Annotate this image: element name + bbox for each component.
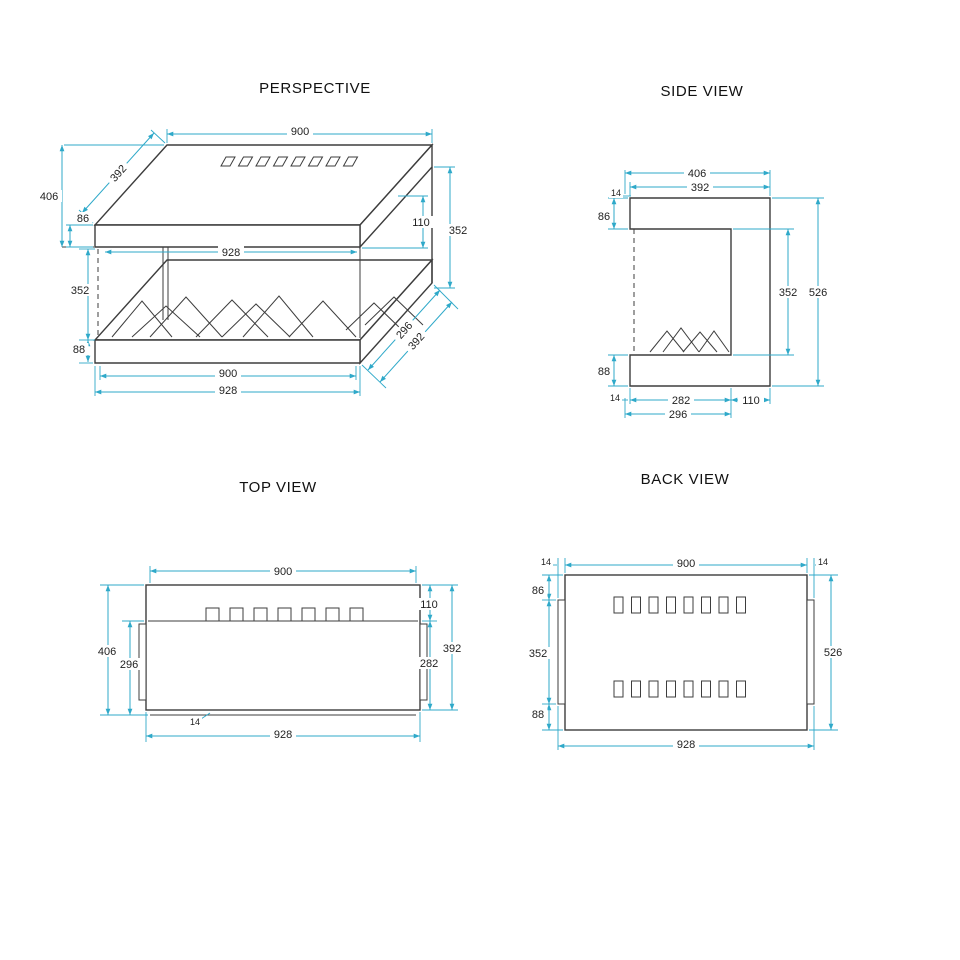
svg-text:88: 88 <box>532 709 544 721</box>
svg-text:928: 928 <box>274 729 292 741</box>
svg-text:900: 900 <box>219 368 237 380</box>
svg-text:392: 392 <box>691 182 709 194</box>
back-dim-base-thickness: 88 <box>528 708 548 721</box>
back-view-vents-top-row <box>613 596 746 614</box>
svg-text:110: 110 <box>420 599 438 611</box>
top-view-dim-labels: 900 110 392 282 406 296 14 928 <box>94 565 465 741</box>
svg-text:392: 392 <box>443 643 461 655</box>
svg-text:86: 86 <box>532 585 544 597</box>
svg-text:406: 406 <box>40 191 58 203</box>
back-view-right-glass-tab <box>806 599 815 705</box>
side-dim-overall-depth: 406 <box>684 167 710 180</box>
side-dim-base-thickness: 88 <box>594 365 614 378</box>
back-dim-outer-width: 928 <box>673 738 699 751</box>
top-dim-opening-depth: 282 <box>416 657 442 670</box>
back-dim-opening-height: 352 <box>525 647 551 660</box>
top-dim-outer-width: 928 <box>270 728 296 741</box>
back-dim-top-thickness: 86 <box>528 584 548 597</box>
perspective-dim-bottom-outer: 928 <box>215 384 241 397</box>
perspective-dim-top-thickness: 86 <box>73 212 93 225</box>
side-dim-opening-depth: 282 <box>668 394 694 407</box>
side-dim-body-depth: 392 <box>687 181 713 194</box>
back-view-vents-bottom-row <box>613 680 746 698</box>
back-dim-left-offset: 14 <box>539 557 553 567</box>
perspective-dim-left-opening: 352 <box>67 284 93 297</box>
svg-text:88: 88 <box>73 344 85 356</box>
svg-text:282: 282 <box>420 658 438 670</box>
perspective-top-slab <box>93 143 434 249</box>
svg-text:14: 14 <box>541 557 551 567</box>
perspective-title: PERSPECTIVE <box>259 80 371 97</box>
perspective-dim-inner-width: 928 <box>218 246 244 259</box>
side-view: SIDE VIEW <box>594 83 831 421</box>
back-view-dim-labels: 14 900 14 86 352 88 526 928 <box>525 557 846 751</box>
svg-text:352: 352 <box>449 225 467 237</box>
side-dim-top-thickness: 86 <box>594 210 614 223</box>
side-dim-front-offset-top: 14 <box>609 188 623 198</box>
perspective-dim-overall-depth: 406 <box>36 190 62 203</box>
top-view-body <box>138 584 428 716</box>
perspective-dim-bottom-inner: 900 <box>215 367 241 380</box>
svg-text:86: 86 <box>598 211 610 223</box>
svg-text:110: 110 <box>412 217 430 229</box>
svg-text:928: 928 <box>677 739 695 751</box>
svg-text:14: 14 <box>818 557 828 567</box>
top-view-title: TOP VIEW <box>239 479 317 496</box>
svg-text:352: 352 <box>71 285 89 297</box>
back-view: BACK VIEW <box>525 471 846 751</box>
svg-text:406: 406 <box>98 646 116 658</box>
perspective-dim-top-width: 900 <box>287 125 313 138</box>
svg-text:928: 928 <box>219 385 237 397</box>
top-dim-side-depth: 296 <box>116 658 142 671</box>
perspective-dim-right-back: 110 <box>408 216 434 229</box>
back-dim-inner-width: 900 <box>673 557 699 570</box>
perspective-base <box>93 258 434 365</box>
top-dim-overall-depth: 406 <box>94 645 120 658</box>
back-view-title: BACK VIEW <box>641 471 730 488</box>
side-dim-back-depth: 110 <box>738 394 764 407</box>
back-dim-overall-height: 526 <box>820 646 846 659</box>
perspective-dim-base-thickness: 88 <box>69 343 89 356</box>
svg-text:352: 352 <box>779 287 797 299</box>
top-dim-back-depth: 110 <box>416 598 442 611</box>
svg-text:282: 282 <box>672 395 690 407</box>
side-section-outline <box>629 197 771 387</box>
svg-text:88: 88 <box>598 366 610 378</box>
top-dim-inner-width: 900 <box>270 565 296 578</box>
svg-text:86: 86 <box>77 213 89 225</box>
svg-text:406: 406 <box>688 168 706 180</box>
svg-text:296: 296 <box>669 409 687 421</box>
svg-text:296: 296 <box>120 659 138 671</box>
svg-text:14: 14 <box>611 188 621 198</box>
side-view-title: SIDE VIEW <box>661 83 744 100</box>
back-view-left-glass-tab <box>557 599 566 705</box>
side-logs <box>649 327 730 353</box>
top-view: TOP VIEW <box>94 479 465 742</box>
svg-text:526: 526 <box>809 287 827 299</box>
side-dim-overall-height: 526 <box>805 286 831 299</box>
side-dim-labels: 406 392 14 86 352 526 88 14 282 110 296 <box>594 167 831 421</box>
svg-text:526: 526 <box>824 647 842 659</box>
top-view-vents <box>205 607 364 622</box>
svg-text:14: 14 <box>610 393 620 403</box>
svg-text:14: 14 <box>190 717 200 727</box>
back-dim-right-offset: 14 <box>816 557 830 567</box>
side-dim-opening-height: 352 <box>775 286 801 299</box>
side-extension-lines <box>608 170 824 418</box>
svg-text:900: 900 <box>677 558 695 570</box>
svg-text:110: 110 <box>742 395 760 407</box>
svg-text:900: 900 <box>291 126 309 138</box>
perspective-view: PERSPECTIVE <box>36 80 471 397</box>
top-dim-front-offset: 14 <box>188 717 202 727</box>
svg-text:352: 352 <box>529 648 547 660</box>
svg-text:900: 900 <box>274 566 292 578</box>
perspective-dim-right-opening: 352 <box>445 224 471 237</box>
top-dim-body-depth: 392 <box>439 642 465 655</box>
side-dim-front-offset-bottom: 14 <box>608 393 622 403</box>
side-dim-inner-depth: 296 <box>665 408 691 421</box>
svg-text:928: 928 <box>222 247 240 259</box>
perspective-top-vents <box>220 156 359 167</box>
